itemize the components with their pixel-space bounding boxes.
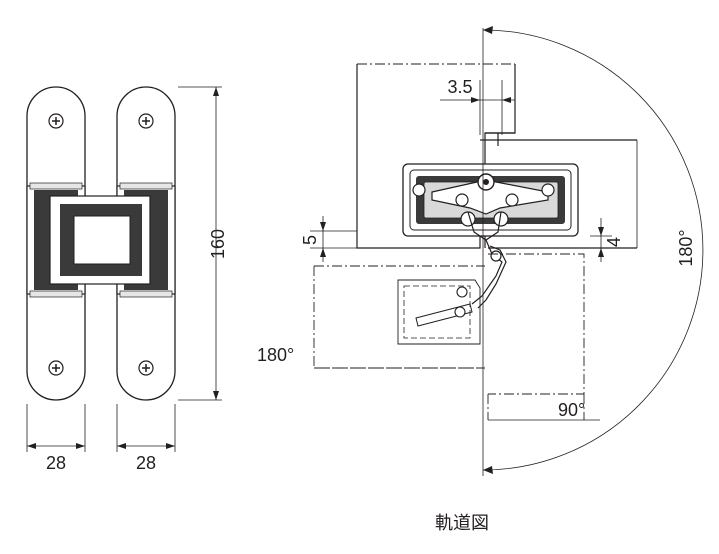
linkage [412, 173, 555, 241]
dimension-label-gap-5: 5 [300, 235, 320, 245]
dimension-label-width-left: 28 [46, 453, 66, 473]
door-position-180-left: 180° [257, 265, 485, 369]
dimension-gap-4: 4 [590, 218, 624, 262]
angle-label-90: 90° [558, 400, 585, 420]
diagram-caption: 軌道図 [435, 513, 489, 534]
sweep-arc: 180° [482, 26, 704, 474]
screw-icon [138, 360, 154, 376]
door-position-90: 90° [487, 253, 600, 421]
door-leaf-closed [480, 139, 637, 249]
dimension-leaf-width-left: 28 [26, 404, 86, 473]
dimension-leaf-width-right: 28 [116, 404, 176, 473]
hinge-body-open [397, 279, 481, 345]
dimension-label-offset: 3.5 [447, 77, 472, 97]
trajectory-view: 180° 90° 180° 3.5 [257, 26, 704, 476]
dimension-label-height: 160 [208, 229, 228, 259]
angle-label-180-arc: 180° [676, 229, 696, 266]
dimension-offset: 3.5 [440, 77, 515, 135]
dimension-height: 160 [178, 86, 228, 401]
screw-icon [138, 113, 154, 129]
hinge-front-view: 160 28 28 [26, 86, 228, 473]
screw-icon [48, 113, 64, 129]
dimension-label-gap-4: 4 [604, 237, 624, 247]
dimension-gap-5: 5 [300, 216, 357, 262]
screw-icon [48, 360, 64, 376]
linkage-open [471, 239, 507, 309]
angle-label-180-left: 180° [257, 345, 294, 365]
dimension-label-width-right: 28 [136, 453, 156, 473]
hinge-body [26, 182, 176, 298]
